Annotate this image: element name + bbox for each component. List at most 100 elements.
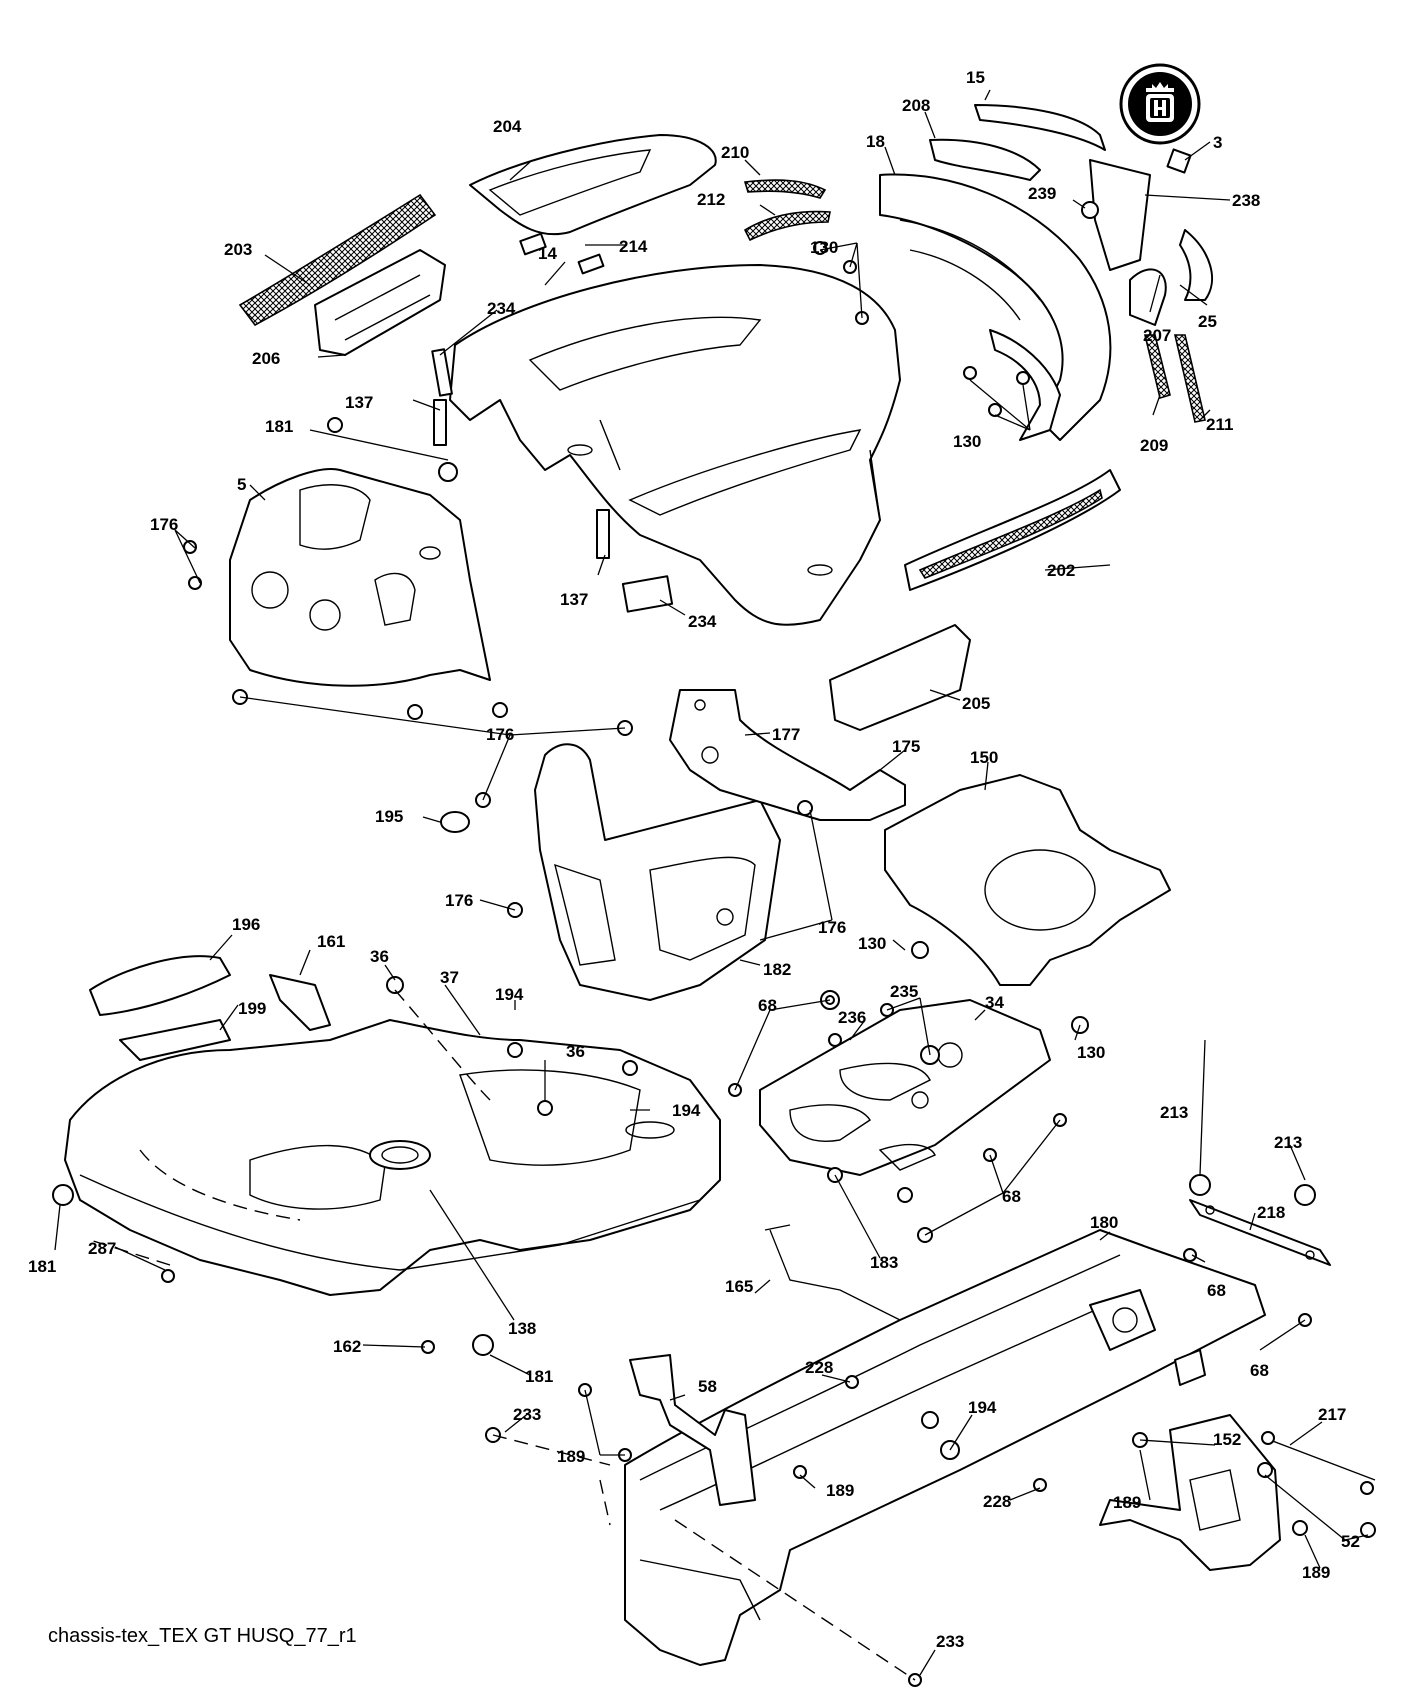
lens-part-207	[1129, 268, 1167, 326]
bracket-part-58	[629, 1354, 756, 1506]
hood-top-panel-part-204	[469, 134, 717, 236]
label-162: 162	[333, 1337, 361, 1356]
label-150: 150	[970, 748, 998, 767]
label-194-top: 194	[495, 985, 524, 1004]
label-130-plate: 130	[1077, 1043, 1105, 1062]
label-206: 206	[252, 349, 280, 368]
trim-part-25	[1179, 229, 1214, 301]
grille-part-202	[904, 469, 1121, 591]
label-58: 58	[698, 1377, 717, 1396]
label-180: 180	[1090, 1213, 1118, 1232]
brand-logo	[1118, 62, 1202, 146]
label-138: 138	[508, 1319, 536, 1338]
label-234-bottom: 234	[688, 612, 717, 631]
label-212: 212	[697, 190, 725, 209]
husqvarna-crown-h-logo-icon	[1119, 63, 1201, 145]
label-161: 161	[317, 932, 345, 951]
label-228-top: 228	[805, 1358, 833, 1377]
rod-part-217	[1269, 1439, 1376, 1481]
label-234-top: 234	[487, 299, 516, 318]
label-239: 239	[1028, 184, 1056, 203]
bracket-part-175	[669, 689, 906, 821]
label-68-left: 68	[758, 996, 777, 1015]
label-195: 195	[375, 807, 403, 826]
label-5: 5	[237, 475, 246, 494]
label-152: 152	[1213, 1430, 1241, 1449]
label-210: 210	[721, 143, 749, 162]
label-130-right: 130	[953, 432, 981, 451]
label-233-left: 233	[513, 1405, 541, 1424]
label-181-top: 181	[265, 417, 293, 436]
label-202: 202	[1047, 561, 1075, 580]
emblem-part-3	[1166, 148, 1192, 174]
label-189-shield: 189	[1113, 1493, 1141, 1512]
side-trim-part-238	[1089, 159, 1151, 271]
label-189-center: 189	[826, 1481, 854, 1500]
plate-part-34	[759, 999, 1051, 1176]
label-181-left: 181	[28, 1257, 56, 1276]
label-213-right: 213	[1274, 1133, 1302, 1152]
hood-part-14	[449, 264, 901, 626]
label-211: 211	[1206, 415, 1233, 434]
label-203: 203	[224, 240, 252, 259]
dashboard-part-5	[229, 468, 491, 687]
label-36-left: 36	[370, 947, 389, 966]
label-37: 37	[440, 968, 459, 987]
front-bumper-part-18	[879, 173, 1112, 441]
label-196: 196	[232, 915, 260, 934]
label-18: 18	[866, 132, 885, 151]
label-176-right: 176	[818, 918, 846, 937]
bracket-part-218	[1189, 1199, 1331, 1266]
label-34: 34	[985, 993, 1004, 1012]
label-199: 199	[238, 999, 266, 1018]
label-130-fender: 130	[858, 934, 886, 953]
label-177: 177	[772, 725, 800, 744]
label-217: 217	[1318, 1405, 1346, 1424]
label-181-bottom: 181	[525, 1367, 553, 1386]
label-36-center: 36	[566, 1042, 585, 1061]
label-183: 183	[870, 1253, 898, 1272]
shield-part-152	[1099, 1414, 1281, 1571]
seat-insert-part-199	[119, 1019, 231, 1061]
label-235: 235	[890, 982, 918, 1001]
label-175: 175	[892, 737, 920, 756]
fender-part-150	[884, 774, 1171, 986]
label-25: 25	[1198, 312, 1217, 331]
label-176-console: 176	[445, 891, 473, 910]
label-68-frame: 68	[1250, 1361, 1269, 1380]
label-130-top: 130	[810, 238, 838, 257]
steering-console-part-182	[534, 743, 781, 1001]
label-233-bottom: 233	[936, 1632, 964, 1651]
label-137-top: 137	[345, 393, 373, 412]
label-189-left: 189	[557, 1447, 585, 1466]
label-189-right: 189	[1302, 1563, 1330, 1582]
label-137-bottom: 137	[560, 590, 588, 609]
grille-mesh-part-210	[743, 179, 827, 199]
grille-part-209	[1143, 334, 1171, 400]
seat-pan-part-196	[89, 955, 231, 1016]
label-165: 165	[725, 1277, 753, 1296]
label-194-center: 194	[672, 1101, 701, 1120]
grille-part-203	[238, 193, 437, 327]
label-228-bottom: 228	[983, 1492, 1011, 1511]
label-214: 214	[619, 237, 648, 256]
label-287: 287	[88, 1239, 116, 1258]
assembly-lines	[89, 989, 916, 1681]
label-176-center: 176	[486, 725, 514, 744]
label-218: 218	[1257, 1203, 1285, 1222]
label-176-left: 176	[150, 515, 178, 534]
label-204: 204	[493, 117, 522, 136]
clip-part-214	[519, 232, 605, 275]
label-68-plate: 68	[1002, 1187, 1021, 1206]
part-labels: 15 208 3 204 210 212 18 239 238 203 214 …	[28, 68, 1360, 1651]
label-15: 15	[966, 68, 985, 87]
label-205: 205	[962, 694, 990, 713]
diagram-caption: chassis-tex_TEX GT HUSQ_77_r1	[48, 1625, 357, 1647]
label-238: 238	[1232, 191, 1260, 210]
grille-part-211	[1173, 334, 1206, 423]
label-194-frame: 194	[968, 1398, 997, 1417]
panel-part-205	[829, 624, 971, 731]
label-208: 208	[902, 96, 930, 115]
nut-part-239	[1081, 201, 1099, 219]
label-182: 182	[763, 960, 791, 979]
